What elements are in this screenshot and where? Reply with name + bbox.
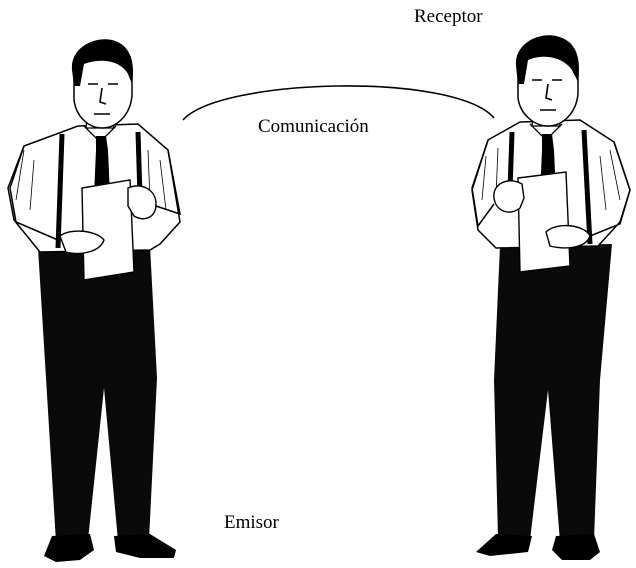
right-person-suspender-right xyxy=(581,129,593,245)
left-person-trousers xyxy=(38,246,157,542)
communication-arc xyxy=(182,85,495,121)
right-person-trousers xyxy=(494,244,612,542)
comunicacion-label: Comunicación xyxy=(258,116,369,137)
left-person-face xyxy=(88,83,118,115)
right-person-hand-left xyxy=(493,180,525,213)
right-person-arms xyxy=(471,139,631,237)
right-person-shirt-shading xyxy=(481,147,621,211)
right-person-face xyxy=(532,79,562,111)
left-person-hand-left xyxy=(59,230,105,255)
left-person-arms xyxy=(9,145,181,241)
left-person-right-shoe xyxy=(114,534,176,558)
receptor-label: Receptor xyxy=(414,6,483,27)
left-person-paper xyxy=(81,179,135,281)
left-person-hair xyxy=(71,39,134,86)
right-person-hand-right xyxy=(545,225,591,249)
right-person xyxy=(471,35,631,560)
left-person-suspender-left xyxy=(55,133,65,249)
right-person-hair xyxy=(515,35,580,84)
right-person-paper xyxy=(517,171,571,273)
left-person-left-shoe xyxy=(44,534,94,562)
right-person-left-shoe xyxy=(476,534,532,556)
emisor-label: Emisor xyxy=(224,512,279,533)
left-person xyxy=(7,39,181,562)
left-person-hand-right xyxy=(127,185,157,220)
left-person-shirt-shading xyxy=(15,149,167,211)
right-person-right-shoe xyxy=(552,534,600,560)
